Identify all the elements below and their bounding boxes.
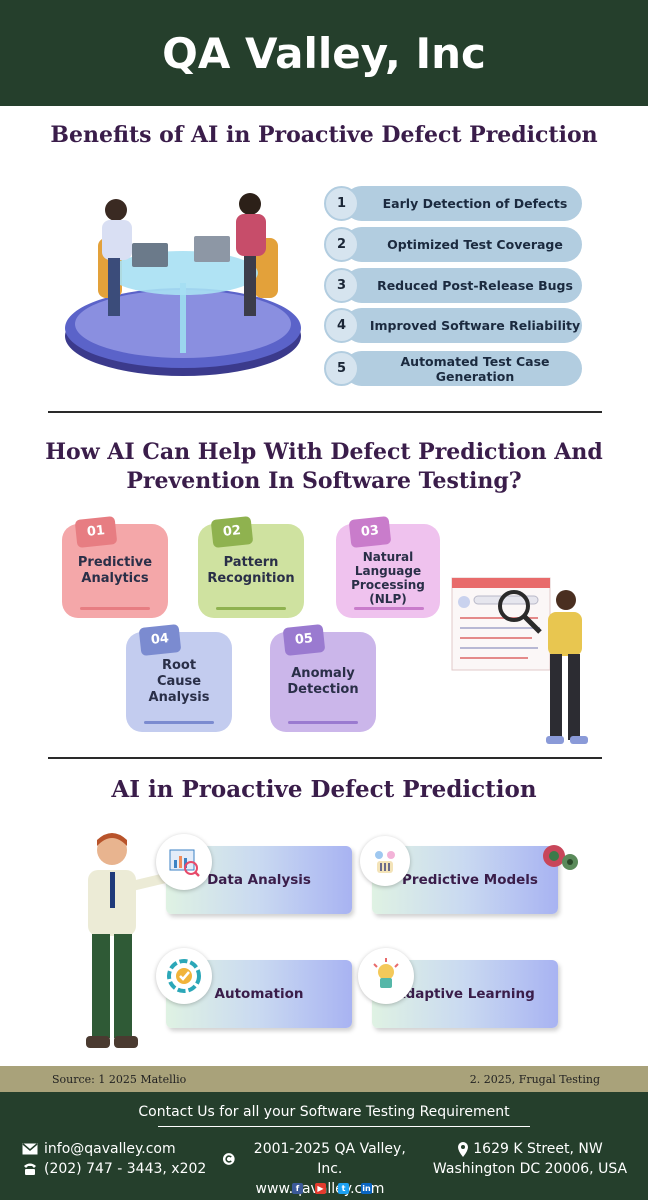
benefit-label: Early Detection of Defects xyxy=(382,196,568,211)
benefit-item: 1 Early Detection of Defects xyxy=(324,186,582,221)
benefit-label: Optimized Test Coverage xyxy=(387,237,563,252)
section-divider xyxy=(48,757,602,759)
linkedin-icon[interactable]: in xyxy=(361,1183,372,1194)
ai-help-card: 01 Predictive Analytics xyxy=(62,515,168,618)
copyright-text: 2001-2025 QA Valley, Inc. xyxy=(253,1141,406,1177)
data-analysis-icon xyxy=(156,834,212,890)
ai-help-title-line1: How AI Can Help With Defect Prediction A… xyxy=(45,439,603,465)
benefit-number: 2 xyxy=(324,227,359,262)
contact-underline xyxy=(158,1126,530,1127)
company-title: QA Valley, Inc xyxy=(162,28,486,78)
card-number: 04 xyxy=(138,623,182,657)
benefit-number: 4 xyxy=(324,308,359,343)
benefit-number: 1 xyxy=(324,186,359,221)
social-links: f ▶ t in xyxy=(292,1183,372,1194)
card-label: Pattern Recognition xyxy=(207,555,295,586)
benefit-label: Automated Test Case Generation xyxy=(400,353,550,384)
card-label: Natural Language Processing (NLP) xyxy=(351,550,425,606)
card-number: 02 xyxy=(210,515,254,549)
ai-help-card: 03 Natural Language Processing (NLP) xyxy=(336,515,440,618)
gear-icon xyxy=(543,845,578,870)
benefits-title: Benefits of AI in Proactive Defect Predi… xyxy=(50,122,598,148)
benefit-label: Reduced Post-Release Bugs xyxy=(377,278,573,293)
proactive-title: AI in Proactive Defect Prediction xyxy=(111,776,537,803)
presenter-illustration xyxy=(86,833,179,1048)
ai-help-title: How AI Can Help With Defect Prediction A… xyxy=(0,438,648,496)
card-label: Predictive Analytics xyxy=(77,555,153,586)
benefit-item: 4 Improved Software Reliability xyxy=(324,308,582,343)
meeting-illustration xyxy=(65,193,301,376)
card-label: Root Cause Analysis xyxy=(148,658,210,705)
benefit-item: 5 Automated Test Case Generation xyxy=(324,351,582,386)
ai-help-card: 02 Pattern Recognition xyxy=(198,515,304,618)
youtube-icon[interactable]: ▶ xyxy=(315,1183,326,1194)
proactive-label: Adaptive Learning xyxy=(395,986,535,1002)
card-label: Anomaly Detection xyxy=(287,666,359,697)
automation-icon xyxy=(156,948,212,1004)
contact-heading: Contact Us for all your Software Testing… xyxy=(138,1104,510,1120)
phone-number[interactable]: (202) 747 - 3443, x202 xyxy=(44,1161,207,1177)
facebook-icon[interactable]: f xyxy=(292,1183,303,1194)
copyright-icon xyxy=(222,1153,235,1165)
contact-column: info@qavalley.com (202) 747 - 3443, x202 xyxy=(22,1139,206,1179)
section-divider xyxy=(48,411,602,413)
card-number: 01 xyxy=(74,515,118,549)
source-left: Source: 1 2025 Matellio xyxy=(52,1073,187,1086)
location-pin-icon xyxy=(458,1141,469,1157)
card-number: 05 xyxy=(282,623,326,657)
address-column: 1629 K Street, NW Washington DC 20006, U… xyxy=(430,1139,630,1179)
source-right: 2. 2025, Frugal Testing xyxy=(469,1073,600,1086)
address-line1: 1629 K Street, NW xyxy=(473,1141,603,1157)
proactive-label: Automation xyxy=(214,986,304,1002)
adaptive-learning-icon xyxy=(358,948,414,1004)
mail-icon xyxy=(22,1143,38,1155)
predictive-models-icon xyxy=(360,836,410,886)
benefit-item: 2 Optimized Test Coverage xyxy=(324,227,582,262)
twitter-icon[interactable]: t xyxy=(338,1183,349,1194)
benefit-item: 3 Reduced Post-Release Bugs xyxy=(324,268,582,303)
benefit-label: Improved Software Reliability xyxy=(369,318,581,333)
analyst-illustration xyxy=(451,577,588,744)
card-number: 03 xyxy=(348,515,392,549)
ai-help-title-line2: Prevention In Software Testing? xyxy=(126,468,522,494)
address-line2: Washington DC 20006, USA xyxy=(432,1161,628,1177)
proactive-label: Data Analysis xyxy=(207,872,311,888)
benefit-number: 5 xyxy=(324,351,359,386)
email-link[interactable]: info@qavalley.com xyxy=(44,1141,176,1157)
ai-help-card: 05 Anomaly Detection xyxy=(270,623,376,732)
ai-help-card: 04 Root Cause Analysis xyxy=(126,623,232,732)
proactive-label: Predictive Models xyxy=(402,872,538,888)
phone-icon xyxy=(24,1163,36,1175)
benefit-number: 3 xyxy=(324,268,359,303)
source-bar: Source: 1 2025 Matellio 2. 2025, Frugal … xyxy=(0,1066,648,1092)
footer: Contact Us for all your Software Testing… xyxy=(0,1092,648,1200)
page-header: QA Valley, Inc xyxy=(0,0,648,106)
